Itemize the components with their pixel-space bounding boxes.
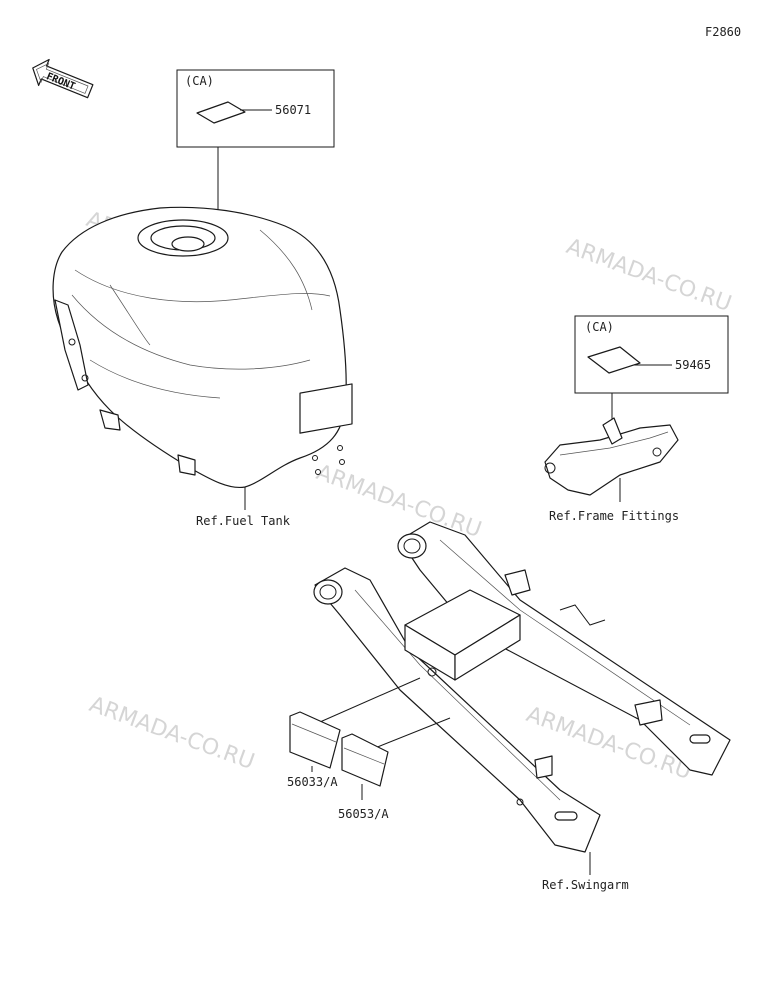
box-frame-tag: (CA) [585,320,614,334]
box-tank-tag: (CA) [185,74,214,88]
figure-code: F2860 [705,25,741,39]
part-number-56033: 56033/A [287,775,338,789]
ref-swingarm: Ref.Swingarm [542,878,629,892]
part-number-59465: 59465 [675,358,711,372]
ref-fuel-tank: Ref.Fuel Tank [196,514,291,528]
part-number-56071: 56071 [275,103,311,117]
sticker-56053 [341,733,389,787]
arrow-icon [32,58,94,99]
watermark: ARMADA-CO.RU [86,692,258,775]
front-arrow: FRONT [32,58,94,99]
swingarm-stickers: 56033/A 56053/A [287,677,451,821]
watermark: ARMADA-CO.RU [563,234,735,317]
part-number-56053: 56053/A [338,807,389,821]
label-box-frame: (CA) 59465 [574,315,729,428]
ref-frame-fittings: Ref.Frame Fittings [549,509,679,523]
label-sticker-59465 [587,346,641,374]
swingarm: Ref.Swingarm [313,521,731,892]
label-box-tank: (CA) 56071 [176,69,335,225]
sticker-56033 [289,711,341,769]
frame-fittings: Ref.Frame Fittings [544,417,679,523]
fuel-tank: Ref.Fuel Tank [52,206,353,528]
watermark: ARMADA-CO.RU [313,460,485,543]
label-sticker-56071 [196,101,246,124]
